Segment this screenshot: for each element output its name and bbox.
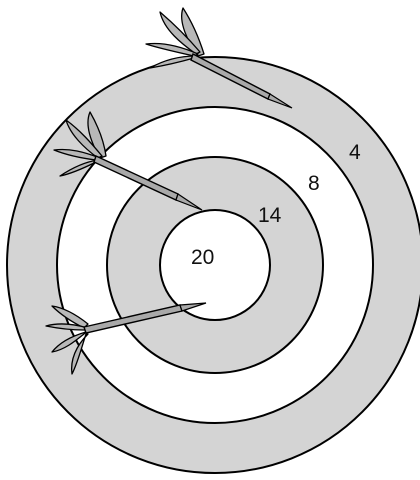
- ring-score-4: 4: [349, 141, 361, 164]
- ring-score-8: 8: [308, 172, 320, 195]
- ring-bullseye-20: [160, 210, 270, 320]
- ring-score-20: 20: [191, 246, 214, 269]
- ring-score-14: 14: [258, 204, 282, 227]
